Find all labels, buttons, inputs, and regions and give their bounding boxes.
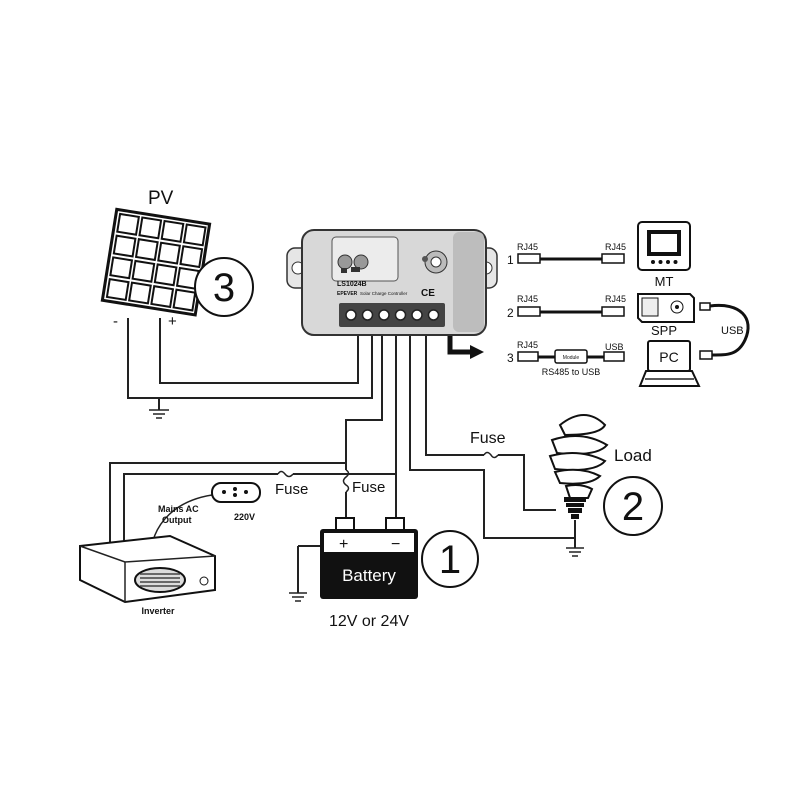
svg-text:3: 3 [213,266,235,310]
battery-fuse-label: Fuse [352,479,385,496]
pv-cell [160,219,185,243]
row2-right-connector-label: RJ45 [605,294,626,304]
pc-label: PC [659,349,678,365]
load-fuse-label: Fuse [470,430,506,447]
pv-cell [153,263,178,287]
spp-device: SPP [637,293,695,338]
usb-cable: USB [699,302,750,360]
pv-ground-symbol [149,409,169,419]
pv-cell [116,212,140,236]
battery-minus-label: − [391,536,400,553]
rs485-caption: RS485 to USB [542,367,601,377]
load-badge: 2 [603,476,663,536]
row1-left-connector-label: RJ45 [517,242,538,252]
mains-ac-label-line1: Mains AC [158,504,199,514]
pv-panel: PV - + [100,188,212,330]
terminal-screw [378,309,390,321]
row1-right-connector-label: RJ45 [605,242,626,252]
rs485-module-label: Module [563,355,580,361]
comm-row-1: 1 RJ45 RJ45 [507,242,626,267]
pv-cell [150,285,175,309]
mt-device: MT [637,221,691,289]
mt-button [658,260,663,264]
controller-ce-mark: CE [421,288,435,299]
pv-cell [179,245,204,269]
controller-brand: EPEVER [337,291,358,297]
load-bulb: Load [548,414,652,519]
row2-number: 2 [507,306,514,320]
mt-button [651,260,655,264]
comm-row-3: 3 RJ45 USB Module RS485 to USB [507,340,625,377]
charge-controller: LS1024B EPEVER Solar Charge Controller C… [286,229,498,336]
terminal-screw [411,309,423,321]
pv-plus-label: + [168,313,177,330]
load-label: Load [614,446,652,465]
battery-badge: 1 [421,530,479,588]
svg-text:2: 2 [622,485,644,529]
pv-cell [105,277,130,302]
row3-right-connector-label: USB [605,342,624,352]
pv-cell [182,223,207,247]
battery-plus-label: + [339,536,348,553]
terminal-screw [394,309,407,321]
mt-button [666,260,670,264]
pv-cell [131,259,156,283]
pc-laptop: PC [638,340,701,387]
battery-label: Battery [342,566,396,585]
battery-fuse-symbol: Fuse [342,469,385,496]
pv-cell [172,288,197,312]
inverter-fuse-label: Fuse [275,481,308,498]
inverter: Inverter Mains AC Output [79,504,216,616]
battery-voltage-label: 12V or 24V [329,613,409,630]
comm-row-2: 2 RJ45 RJ45 [507,294,626,320]
usb-label: USB [721,325,744,337]
pv-cell [134,238,159,262]
pv-cell [157,241,182,265]
row3-left-connector-label: RJ45 [517,340,538,350]
socket-voltage-label: 220V [234,512,255,522]
ac-socket: 220V [211,482,261,522]
terminal-screw [427,309,440,321]
load-fuse-symbol: Fuse [470,430,506,459]
comm-arrow [447,336,484,359]
pv-label: PV [148,188,174,209]
pv-cell [109,256,134,280]
inverter-fuse-symbol: Fuse [275,470,308,498]
pv-cell [128,281,152,305]
svg-text:1: 1 [439,538,461,582]
pv-wiring [127,318,373,410]
mains-ac-label-line2: Output [162,515,192,525]
row2-left-connector-label: RJ45 [517,294,538,304]
inverter-label: Inverter [141,606,175,616]
row1-number: 1 [507,253,514,267]
pv-cell [138,216,163,240]
controller-subtitle: Solar Charge Controller [360,291,408,296]
terminal-screw [361,309,374,321]
terminal-screw [345,309,357,321]
spp-label: SPP [651,323,677,338]
row3-number: 3 [507,351,514,365]
battery: + − Battery 12V or 24V [320,517,418,630]
controller-model: LS1024B [337,281,367,288]
mt-label: MT [655,274,674,289]
pv-badge: 3 [194,257,254,317]
pv-cell [112,234,137,258]
mt-button [673,260,678,264]
pv-minus-label: - [113,313,118,330]
